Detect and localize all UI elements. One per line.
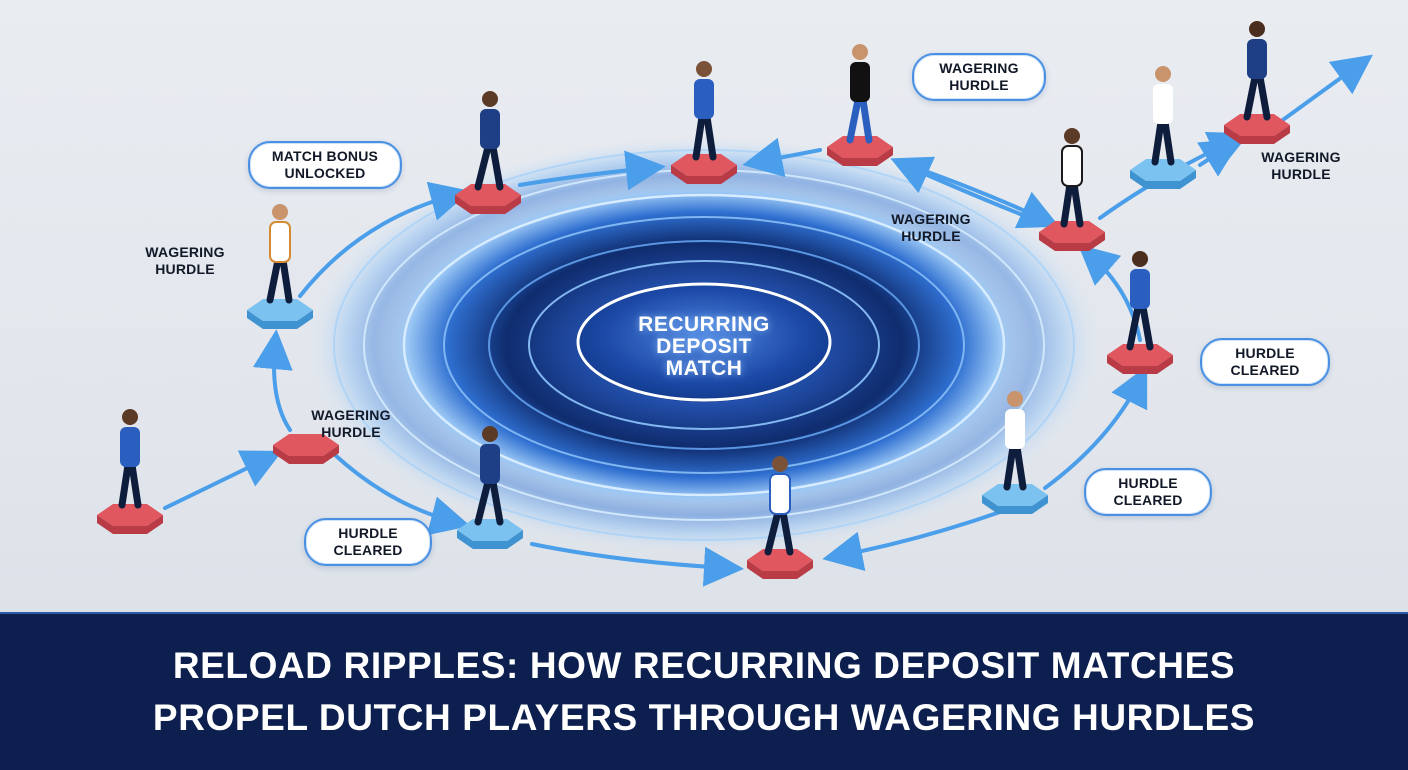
label-line1: WAGERING <box>1261 149 1341 165</box>
player-figure <box>1126 251 1154 351</box>
pad-blue <box>1130 159 1196 189</box>
match-bonus-badge: MATCH BONUS UNLOCKED <box>248 141 402 189</box>
hurdle-cleared-badge: HURDLE CLEARED <box>1084 468 1212 516</box>
badge-line2: CLEARED <box>1113 492 1183 508</box>
player-figure <box>1003 391 1027 491</box>
player-figure <box>1243 21 1271 121</box>
player-figure <box>474 91 504 191</box>
pad-red <box>827 136 893 166</box>
center-title-line1: RECURRING <box>638 313 770 336</box>
pad-red <box>97 504 163 534</box>
player-figures <box>118 21 1271 556</box>
badge-line1: MATCH BONUS <box>271 148 379 164</box>
player-figure <box>474 426 504 526</box>
badge-line1: HURDLE <box>1235 345 1295 361</box>
title-banner: RELOAD RIPPLES: HOW RECURRING DEPOSIT MA… <box>0 612 1408 770</box>
ripple-disc <box>304 135 1104 555</box>
pad-blue <box>982 484 1048 514</box>
center-title: RECURRING DEPOSIT MATCH <box>574 302 834 392</box>
badge-line1: HURDLE <box>1118 475 1178 491</box>
pad-red <box>1039 221 1105 251</box>
pad-blue <box>457 519 523 549</box>
label-line2: HURDLE <box>1271 166 1331 182</box>
player-figure <box>1060 128 1084 228</box>
wagering-hurdle-label: WAGERING HURDLE <box>876 210 986 246</box>
pad-red <box>455 184 521 214</box>
player-figure <box>266 204 293 304</box>
center-title-line3: MATCH <box>665 357 743 380</box>
label-line2: HURDLE <box>321 424 381 440</box>
badge-line1: WAGERING <box>939 60 1019 76</box>
badge-line2: UNLOCKED <box>284 165 366 181</box>
wagering-hurdle-label: WAGERING HURDLE <box>130 243 240 279</box>
badge-line2: CLEARED <box>333 542 403 558</box>
pad-red <box>747 549 813 579</box>
label-line2: HURDLE <box>155 261 215 277</box>
label-line1: WAGERING <box>891 211 971 227</box>
center-title-line2: DEPOSIT <box>656 335 752 358</box>
pads <box>97 114 1290 579</box>
badge-line2: CLEARED <box>1230 362 1300 378</box>
banner-title-line1: RELOAD RIPPLES: HOW RECURRING DEPOSIT MA… <box>172 645 1236 686</box>
pad-red <box>1224 114 1290 144</box>
player-figure <box>764 456 794 556</box>
badge-line2: HURDLE <box>949 77 1009 93</box>
pad-blue <box>247 299 313 329</box>
pad-red <box>671 154 737 184</box>
pad-red <box>1107 344 1173 374</box>
hurdle-cleared-badge: HURDLE CLEARED <box>304 518 432 566</box>
player-figure <box>692 61 717 161</box>
player-figure <box>118 409 142 509</box>
diagram-canvas <box>97 21 1373 587</box>
banner-title-line2: PROPEL DUTCH PLAYERS THROUGH WAGERING HU… <box>152 697 1256 738</box>
wagering-hurdle-badge: WAGERING HURDLE <box>912 53 1046 101</box>
center-ring <box>576 282 832 402</box>
diagram-scene: RECURRING DEPOSIT MATCH MATCH BONUS UNLO… <box>97 21 1373 587</box>
pad-red <box>273 434 339 464</box>
label-line1: WAGERING <box>145 244 225 260</box>
player-figure <box>846 44 873 144</box>
wagering-hurdle-label: WAGERING HURDLE <box>296 406 406 442</box>
badge-line1: HURDLE <box>338 525 398 541</box>
label-line2: HURDLE <box>901 228 961 244</box>
hurdle-cleared-badge: HURDLE CLEARED <box>1200 338 1330 386</box>
player-figure <box>1151 66 1175 166</box>
label-line1: WAGERING <box>311 407 391 423</box>
wagering-hurdle-label: WAGERING HURDLE <box>1246 148 1356 184</box>
